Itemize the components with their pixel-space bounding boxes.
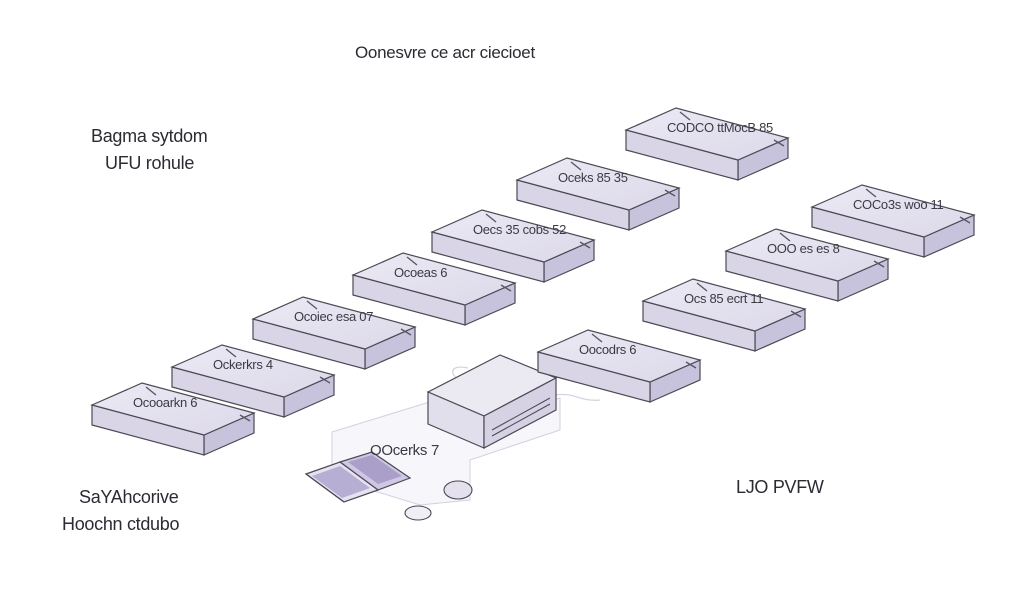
module-corner-accent bbox=[779, 232, 885, 268]
module-corner-accent bbox=[591, 333, 697, 369]
module-top-face bbox=[624, 107, 790, 161]
left-note-line1: Bagma sytdom bbox=[91, 126, 208, 146]
upper-module-7: CODCO ttMocB 85 bbox=[624, 107, 790, 181]
module-label: OOO es es 8 bbox=[767, 241, 840, 256]
module-top-face bbox=[351, 252, 517, 306]
module-top-face bbox=[641, 278, 807, 332]
module-top-face bbox=[536, 329, 702, 383]
upper-module-2: Ockerkrs 4 bbox=[170, 344, 336, 418]
upper-module-1: Ocooarkn 6 bbox=[90, 382, 256, 456]
module-label: Ockerkrs 4 bbox=[213, 357, 273, 372]
upper-module-5: Oecs 35 cobs 52 bbox=[430, 209, 596, 283]
workstation-label: OOcerks 7 bbox=[370, 442, 439, 459]
module-top-face bbox=[724, 228, 890, 282]
module-label: Ocooarkn 6 bbox=[133, 395, 197, 410]
module-corner-accent bbox=[406, 256, 512, 292]
modules-layer: Ocooarkn 6 Ockerkrs 4 Ocoiec esa 07 Ocoeas … bbox=[90, 107, 976, 456]
lower-module-1: Oocodrs 6 bbox=[536, 329, 702, 403]
module-top-face bbox=[251, 296, 417, 350]
laptop-icon bbox=[304, 451, 412, 503]
module-corner-accent bbox=[145, 386, 251, 422]
module-corner-accent bbox=[696, 282, 802, 318]
module-label: Oocodrs 6 bbox=[579, 342, 636, 357]
module-top-face bbox=[515, 157, 681, 211]
module-corner-accent bbox=[865, 188, 971, 224]
module-label: Ocoeas 6 bbox=[394, 265, 447, 280]
left-note-line2: UFU rohule bbox=[105, 153, 195, 173]
workstation-group bbox=[304, 354, 601, 521]
module-corner-accent bbox=[225, 348, 331, 384]
module-top-face bbox=[430, 209, 596, 263]
module-label: Oecs 35 cobs 52 bbox=[473, 222, 566, 237]
bottom-right-note: LJO PVFW bbox=[736, 477, 824, 497]
module-corner-accent bbox=[306, 300, 412, 336]
lower-module-3: OOO es es 8 bbox=[724, 228, 890, 302]
server-box bbox=[426, 354, 558, 449]
module-label: Ocoiec esa 07 bbox=[294, 309, 373, 324]
bottom-left-note-line2: Hoochn ctdubo bbox=[62, 514, 180, 534]
lower-module-2: Ocs 85 ecrt 11 bbox=[641, 278, 807, 352]
mouse-icon bbox=[404, 480, 473, 521]
module-label: COCo3s woo 11 bbox=[853, 197, 944, 212]
module-top-face bbox=[810, 184, 976, 238]
module-label: Ocs 85 ecrt 11 bbox=[684, 291, 763, 306]
module-corner-accent bbox=[485, 213, 591, 249]
module-label: CODCO ttMocB 85 bbox=[667, 120, 773, 135]
bottom-left-note-line1: SaYAhcorive bbox=[79, 487, 179, 507]
module-corner-accent bbox=[570, 161, 676, 197]
module-top-face bbox=[170, 344, 336, 398]
diagram-title: Oonesvre ce acr ciecioet bbox=[355, 43, 535, 62]
module-top-face bbox=[90, 382, 256, 436]
upper-module-6: Oceks 85 35 bbox=[515, 157, 681, 231]
lower-module-4: COCo3s woo 11 bbox=[810, 184, 976, 258]
module-label: Oceks 85 35 bbox=[558, 170, 628, 185]
upper-module-3: Ocoiec esa 07 bbox=[251, 296, 417, 370]
module-corner-accent bbox=[679, 111, 785, 147]
upper-module-4: Ocoeas 6 bbox=[351, 252, 517, 326]
